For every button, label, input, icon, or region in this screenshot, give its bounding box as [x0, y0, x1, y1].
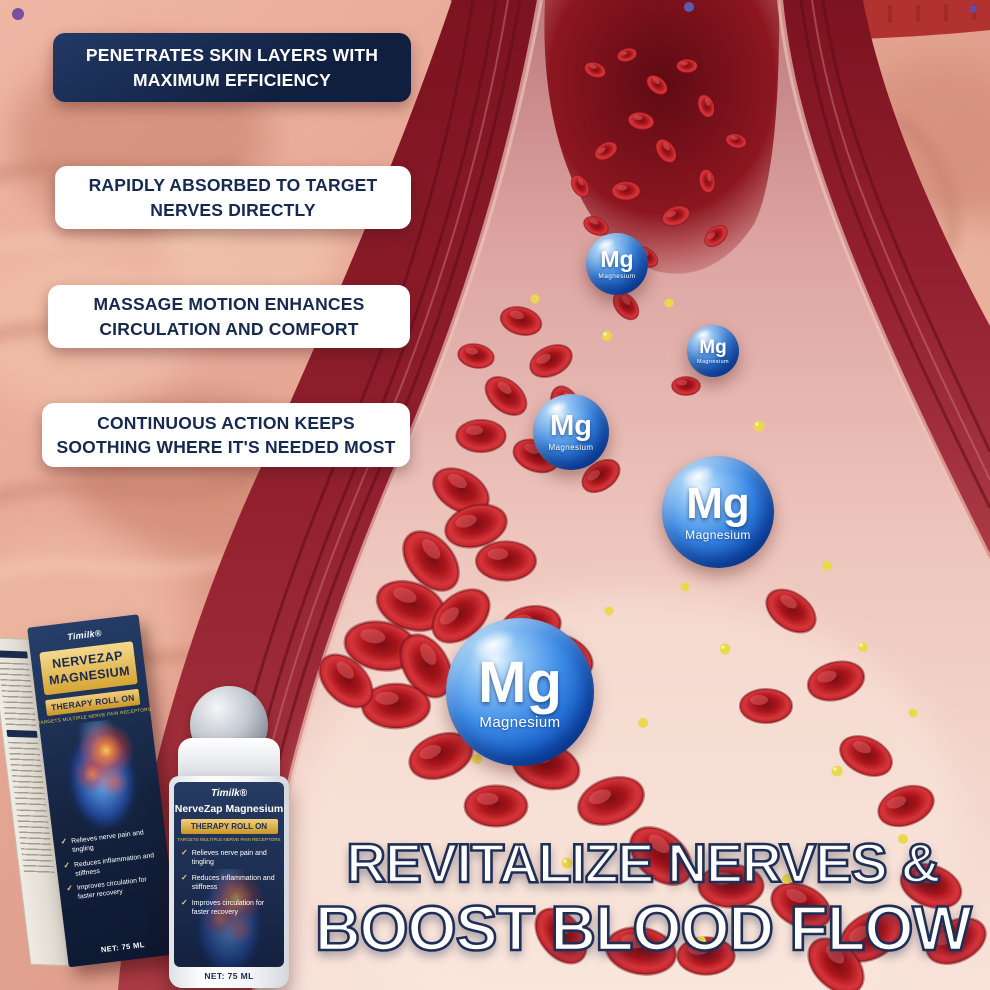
product-name: NerveZap Magnesium: [174, 803, 284, 815]
label-feature-list: ✓ Relieves nerve pain and tingling ✓ Red…: [179, 848, 279, 924]
benefit-line: NERVES DIRECTLY: [150, 199, 316, 220]
box-side-lines: [7, 741, 47, 807]
benefit-text: MASSAGE MOTION ENHANCES CIRCULATION AND …: [93, 292, 364, 340]
mg-symbol: Mg: [600, 246, 634, 272]
feature-text: Improves circulation for faster recovery: [191, 899, 265, 917]
bottle-collar: [178, 738, 280, 782]
feature-text: Reduces inflammation and stiffness: [191, 874, 275, 892]
benefit-text: PENETRATES SKIN LAYERS WITH MAXIMUM EFFI…: [86, 43, 378, 91]
benefit-line: PENETRATES SKIN LAYERS WITH: [85, 45, 379, 66]
check-icon: ✓: [60, 836, 68, 847]
benefit-callout-1: PENETRATES SKIN LAYERS WITH MAXIMUM EFFI…: [53, 33, 411, 102]
benefit-line: CONTINUOUS ACTION KEEPS: [97, 412, 355, 433]
check-icon: ✓: [65, 883, 74, 894]
mg-label: Magnesium: [598, 273, 636, 280]
purple-speck: [12, 8, 24, 20]
feature-item: ✓ Relieves nerve pain and tingling: [181, 848, 277, 868]
magnesium-molecule-4: Mg Magnesium: [662, 456, 774, 568]
box-product-name: NERVEZAP MAGNESIUM: [39, 641, 138, 696]
mg-symbol: Mg: [478, 649, 562, 715]
feature-text: Improves circulation for faster recovery: [76, 876, 148, 901]
mg-symbol: Mg: [699, 336, 727, 358]
benefit-line: SOOTHING WHERE IT'S NEEDED MOST: [56, 437, 396, 457]
product-packaging: Timilk® NERVEZAP MAGNESIUM THERAPY ROLL …: [0, 600, 340, 990]
check-icon: ✓: [62, 860, 71, 870]
hand-xray-art: [184, 869, 274, 967]
check-icon: ✓: [181, 872, 188, 882]
check-icon: ✓: [181, 848, 188, 857]
mg-label: Magnesium: [685, 528, 751, 542]
benefit-line: MASSAGE MOTION ENHANCES: [93, 294, 365, 315]
headline-line-2: BOOST BLOOD FLOW: [314, 893, 974, 966]
benefit-text: RAPIDLY ABSORBED TO TARGET NERVES DIRECT…: [89, 173, 378, 221]
magnesium-molecule-2: Mg Magnesium: [687, 325, 739, 377]
magnesium-molecule-5: Mg Magnesium: [446, 618, 594, 766]
benefit-callout-3: MASSAGE MOTION ENHANCES CIRCULATION AND …: [48, 285, 410, 348]
box-side-heading: [0, 650, 28, 659]
mg-symbol: Mg: [686, 479, 750, 528]
headline: REVITALIZE NERVES & BOOST BLOOD FLOW: [298, 830, 988, 967]
net-weight: NET: 75 ML: [100, 939, 146, 955]
benefit-line: CIRCULATION AND COMFORT: [99, 318, 359, 339]
mg-label: Magnesium: [548, 443, 594, 452]
label-subtitle: TARGETS MULTIPLE NERVE PAIN RECEPTORS: [177, 837, 281, 842]
bottle-label: Timilk® NerveZap Magnesium THERAPY ROLL …: [174, 782, 284, 967]
benefit-text: CONTINUOUS ACTION KEEPS SOOTHING WHERE I…: [57, 411, 396, 459]
feature-item: ✓ Improves circulation for faster recove…: [181, 897, 277, 918]
box-side-lines: [16, 809, 55, 874]
therapy-band: THERAPY ROLL ON: [180, 819, 278, 834]
product-bottle: Timilk® NerveZap Magnesium THERAPY ROLL …: [154, 686, 306, 988]
box-side-lines: [0, 662, 37, 727]
headline-line-1: REVITALIZE NERVES &: [345, 830, 942, 895]
mg-symbol: Mg: [550, 410, 592, 442]
box-feature-list: ✓ Relieves nerve pain and tingling ✓ Red…: [60, 827, 166, 908]
magnesium-molecule-3: Mg Magnesium: [533, 394, 609, 470]
feature-item: ✓ Reduces inflammation and stiffness: [181, 872, 277, 893]
feature-text: Relieves nerve pain and tingling: [191, 850, 267, 867]
mg-label: Magnesium: [479, 713, 561, 731]
box-side-heading: [6, 729, 38, 738]
benefit-line: MAXIMUM EFFICIENCY: [132, 69, 332, 90]
magnesium-molecule-1: Mg Magnesium: [586, 233, 648, 295]
hand-xray-art: [49, 715, 154, 835]
benefit-callout-2: RAPIDLY ABSORBED TO TARGET NERVES DIRECT…: [55, 166, 411, 229]
benefit-callout-4: CONTINUOUS ACTION KEEPS SOOTHING WHERE I…: [42, 403, 410, 467]
mg-label: Magnesium: [696, 358, 730, 365]
net-weight: NET: 75 ML: [204, 971, 254, 981]
bottle-body: Timilk® NerveZap Magnesium THERAPY ROLL …: [169, 776, 289, 988]
brand-name: Timilk®: [210, 788, 248, 799]
brand-name: Timilk®: [66, 627, 103, 643]
benefit-line: RAPIDLY ABSORBED TO TARGET: [88, 175, 378, 196]
check-icon: ✓: [181, 897, 188, 907]
